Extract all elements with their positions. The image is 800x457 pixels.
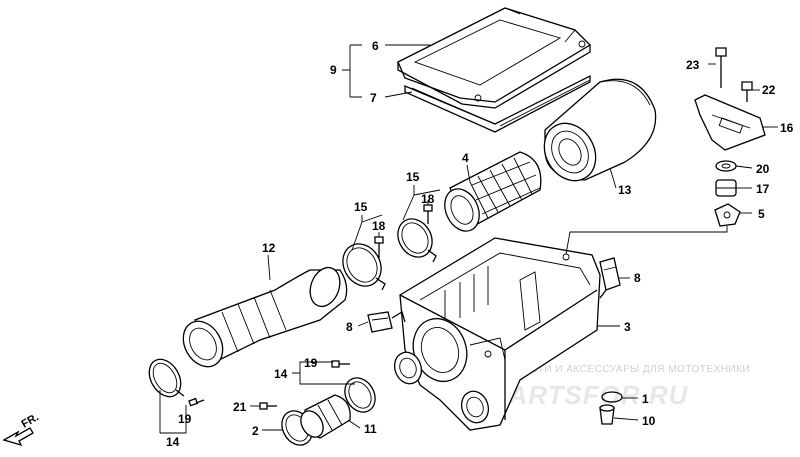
grommet-17 [715,179,737,197]
callout-14-mid: 14 [274,367,288,381]
callout-2: 2 [252,424,259,438]
screw-19-mid [331,360,350,368]
filter-screen [444,151,542,232]
callout-18-left: 18 [372,219,386,233]
callout-20: 20 [756,162,770,176]
callout-23: 23 [686,58,700,72]
bracket-16 [694,94,766,151]
callout-labels: 6 9 7 23 22 16 4 13 20 17 5 15 15 18 18 … [166,39,794,449]
callout-8-left: 8 [346,320,353,334]
callout-14-left: 14 [166,435,180,449]
air-filter-element [543,78,657,182]
screw-18-right [423,204,433,224]
callout-21: 21 [233,400,247,414]
callout-15-right: 15 [406,170,420,184]
nut-5 [714,203,741,227]
callout-18-right: 18 [421,192,435,206]
svg-text:PARTSFOR.RU: PARTSFOR.RU [492,380,689,410]
band-15-right [397,218,437,263]
band-14-left [148,358,185,398]
connecting-tube-11 [300,394,351,439]
callout-3: 3 [624,320,631,334]
callout-6: 6 [372,39,379,53]
air-cleaner-case [393,237,601,431]
callout-9: 9 [330,63,337,77]
band-14-mid [344,377,376,413]
callout-5: 5 [758,207,765,221]
callout-19-mid: 19 [304,356,318,370]
bolt-23 [715,47,727,88]
air-cleaner-seal [404,74,591,133]
callout-12: 12 [262,241,276,255]
screw-21 [259,402,277,410]
callout-7: 7 [370,91,377,105]
band-15-left [342,243,386,291]
air-cleaner-cover [397,7,592,109]
callout-22: 22 [762,83,776,97]
intake-tube [182,266,348,368]
callout-8-right: 8 [634,271,641,285]
clip-8-left [367,311,406,333]
screw-19-left [188,397,205,407]
callout-1: 1 [642,392,649,406]
callout-19-left: 19 [178,412,192,426]
drain-plug-10 [599,404,615,425]
callout-11: 11 [364,422,377,436]
front-arrow: FR. [2,411,41,447]
callout-13: 13 [618,183,632,197]
callout-16: 16 [780,121,794,135]
leader-lines [159,44,778,434]
clip-1 [601,391,623,403]
clip-8-right [599,257,621,299]
callout-17: 17 [756,182,770,196]
svg-text:FR.: FR. [20,411,41,430]
bolt-22 [741,81,753,102]
collar-20 [715,160,737,172]
callout-10: 10 [642,414,656,428]
callout-4: 4 [462,151,469,165]
watermark: ЗАПЧАСТИ И АКСЕССУАРЫ ДЛЯ МОТОТЕХНИКИ PA… [492,364,750,410]
callout-15-left: 15 [354,200,368,214]
svg-text:ЗАПЧАСТИ И АКСЕССУАРЫ ДЛЯ МОТО: ЗАПЧАСТИ И АКСЕССУАРЫ ДЛЯ МОТОТЕХНИКИ [495,364,750,375]
